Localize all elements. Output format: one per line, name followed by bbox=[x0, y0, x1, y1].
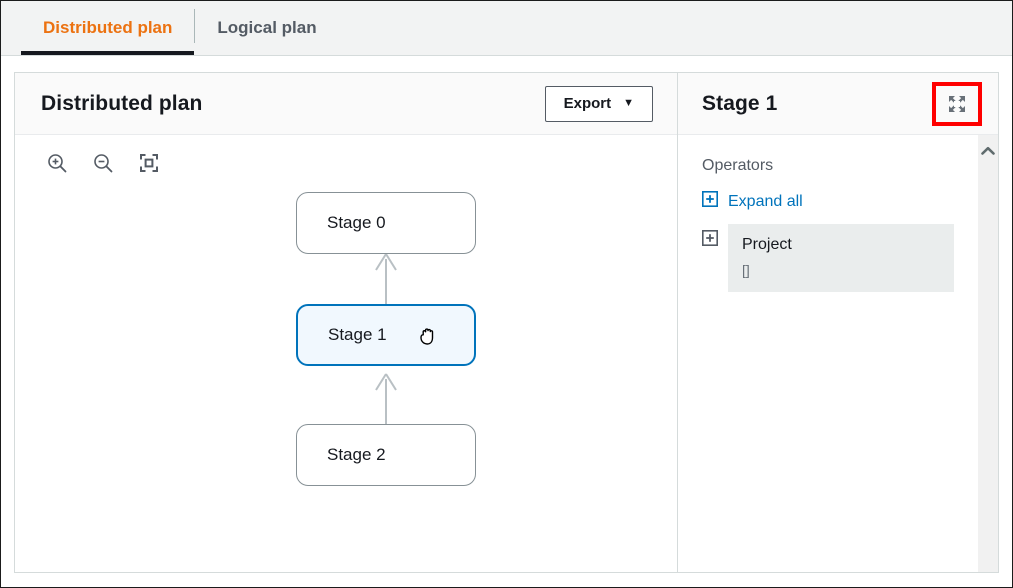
page-title: Distributed plan bbox=[41, 91, 203, 115]
expand-maximize-icon[interactable] bbox=[932, 81, 982, 126]
operators-label: Operators bbox=[702, 157, 774, 174]
expand-all-button[interactable]: Expand all bbox=[702, 191, 803, 212]
tab-distributed-plan-label: Distributed plan bbox=[43, 18, 173, 37]
stage-graph: Stage 0 Stage 1 Stage 2 bbox=[15, 135, 677, 572]
tab-logical-plan[interactable]: Logical plan bbox=[195, 1, 338, 55]
graph-canvas[interactable]: Stage 0 Stage 1 Stage 2 bbox=[15, 135, 677, 572]
distributed-plan-panel: Distributed plan Export ▼ bbox=[14, 72, 678, 573]
graph-node-stage-1[interactable]: Stage 1 bbox=[296, 304, 476, 366]
operator-tree-row: Project [] bbox=[702, 224, 998, 292]
zoom-in-icon[interactable] bbox=[45, 151, 69, 175]
content-area: Distributed plan Export ▼ bbox=[1, 56, 1012, 587]
distributed-plan-header: Distributed plan Export ▼ bbox=[15, 73, 677, 135]
tab-logical-plan-label: Logical plan bbox=[217, 18, 317, 37]
tab-separator bbox=[194, 9, 196, 43]
operator-item-sub: [] bbox=[742, 262, 750, 278]
chevron-up-icon[interactable] bbox=[978, 143, 998, 159]
chevron-down-icon: ▼ bbox=[623, 97, 634, 109]
zoom-out-icon[interactable] bbox=[91, 151, 115, 175]
fit-to-screen-icon[interactable] bbox=[137, 151, 161, 175]
tab-distributed-plan[interactable]: Distributed plan bbox=[21, 1, 195, 55]
stage-details-header: Stage 1 bbox=[678, 73, 998, 135]
plus-box-icon bbox=[702, 191, 718, 212]
export-button-label: Export bbox=[563, 95, 612, 112]
graph-node-stage-0[interactable]: Stage 0 bbox=[296, 192, 476, 254]
operator-item-label: Project bbox=[742, 236, 792, 253]
expand-all-label: Expand all bbox=[728, 192, 803, 210]
graph-node-label: Stage 0 bbox=[327, 213, 386, 232]
graph-node-label: Stage 2 bbox=[327, 445, 386, 464]
operators-scrollbar[interactable] bbox=[978, 135, 998, 572]
graph-node-label: Stage 1 bbox=[328, 325, 387, 344]
graph-node-stage-2[interactable]: Stage 2 bbox=[296, 424, 476, 486]
stage-details-title: Stage 1 bbox=[702, 91, 778, 115]
operators-section: Operators Expand all bbox=[678, 135, 998, 572]
plus-box-icon[interactable] bbox=[702, 230, 718, 251]
export-button[interactable]: Export ▼ bbox=[544, 85, 653, 122]
zoom-toolbar bbox=[45, 151, 161, 175]
stage-details-panel: Stage 1 Operators bbox=[678, 72, 999, 573]
tab-bar: Distributed plan Logical plan bbox=[1, 1, 1012, 56]
operator-item-project[interactable]: Project [] bbox=[728, 224, 954, 292]
